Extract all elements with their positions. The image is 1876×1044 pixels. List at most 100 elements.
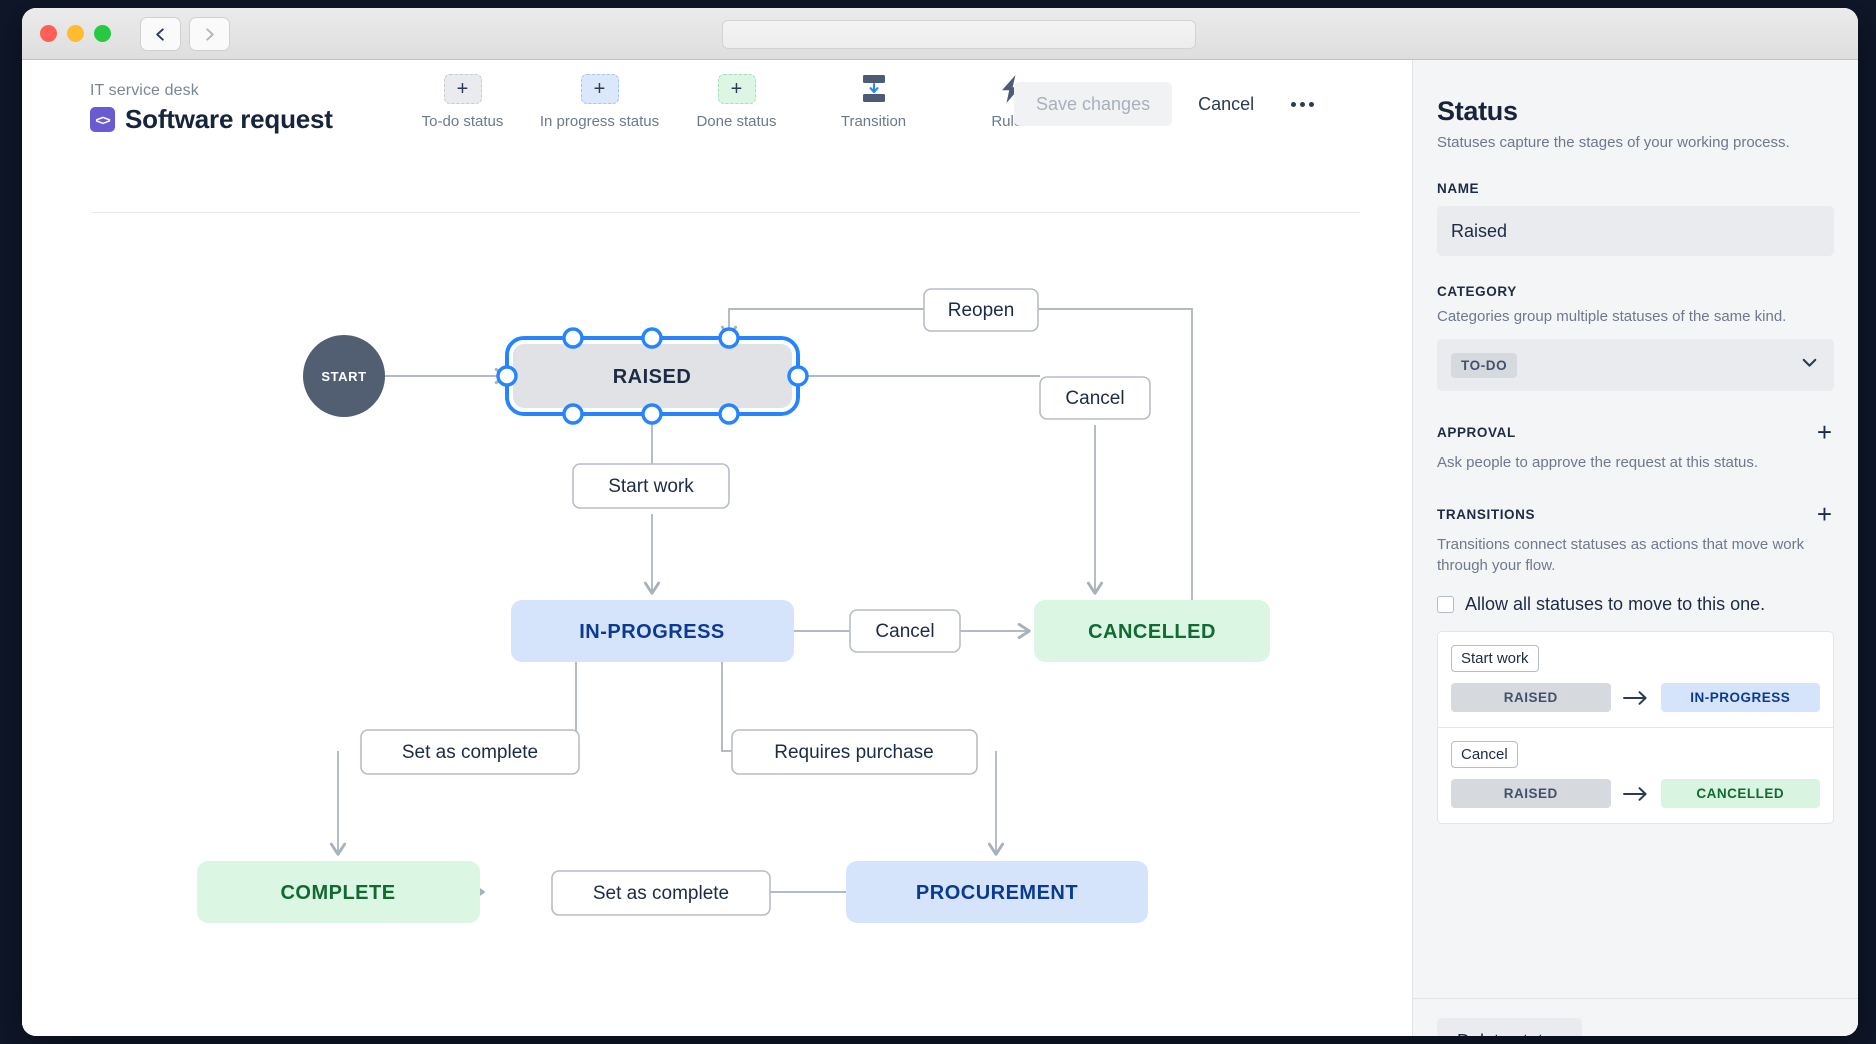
- allow-all-statuses-row[interactable]: Allow all statuses to move to this one.: [1437, 594, 1834, 615]
- transition-label-cancel-progress[interactable]: Cancel: [849, 609, 961, 653]
- ellipsis-icon: [1299, 101, 1305, 107]
- transition-labels: Reopen Cancel Start work: [360, 288, 1151, 916]
- ellipsis-icon: [1308, 101, 1314, 107]
- app-root: IT service desk <> Software request + To…: [22, 60, 1858, 1036]
- minimize-window-button[interactable]: [67, 25, 84, 42]
- toolbar-label-transition: Transition: [840, 113, 907, 130]
- transition-label-set-as-complete-procurement[interactable]: Set as complete: [551, 870, 771, 916]
- status-details-panel: Status Statuses capture the stages of yo…: [1412, 60, 1858, 1036]
- status-node-procurement[interactable]: PROCUREMENT: [846, 861, 1148, 923]
- ellipsis-icon: [1290, 101, 1296, 107]
- status-node-label-cancelled: CANCELLED: [1088, 621, 1216, 643]
- transition-from-chip: RAISED: [1451, 779, 1611, 809]
- forward-button[interactable]: [189, 17, 230, 51]
- start-node[interactable]: START: [303, 335, 385, 417]
- toolbar-item-inprogress-status[interactable]: + In progress status: [531, 74, 668, 130]
- breadcrumb[interactable]: IT service desk: [90, 82, 199, 99]
- transition-to-chip: CANCELLED: [1660, 779, 1820, 809]
- plus-icon: +: [717, 74, 756, 104]
- window-titlebar: [22, 8, 1858, 60]
- panel-title: Status: [1437, 96, 1518, 126]
- toolbar-label-todo-status: To-do status: [421, 113, 504, 130]
- transition-label-set-as-complete-progress[interactable]: Set as complete: [360, 729, 580, 775]
- toolbar-item-todo-status[interactable]: + To-do status: [394, 74, 531, 130]
- toolbar-items: + To-do status + In progress status + Do…: [394, 74, 1079, 130]
- transition-label-text-cancel-raised: Cancel: [1065, 388, 1124, 409]
- status-node-in-progress[interactable]: IN-PROGRESS: [511, 600, 794, 662]
- traffic-lights: [40, 25, 111, 42]
- chevron-down-icon: [1799, 352, 1820, 378]
- transition-card-name[interactable]: Cancel: [1451, 741, 1518, 769]
- approval-section-label: APPROVAL: [1437, 424, 1516, 440]
- transition-card[interactable]: Start work RAISED IN-PROGRESS: [1437, 631, 1834, 729]
- address-bar[interactable]: [722, 20, 1196, 49]
- panel-footer-divider: [1413, 998, 1858, 999]
- delete-status-button[interactable]: Delete status: [1437, 1018, 1583, 1036]
- status-node-raised[interactable]: RAISED: [496, 327, 809, 425]
- navigation-buttons: [140, 17, 230, 51]
- plus-icon: +: [580, 74, 619, 104]
- allow-all-statuses-checkbox[interactable]: [1437, 596, 1454, 614]
- transition-card-name[interactable]: Start work: [1451, 645, 1539, 673]
- transition-label-reopen[interactable]: Reopen: [923, 288, 1039, 332]
- workflow-canvas[interactable]: START RAISED: [22, 213, 1412, 1036]
- category-value-badge: TO-DO: [1451, 352, 1518, 378]
- transitions-hint: Transitions connect statuses as actions …: [1437, 536, 1805, 575]
- toolbar-label-done-status: Done status: [696, 113, 777, 130]
- status-node-complete[interactable]: COMPLETE: [197, 861, 480, 923]
- transition-label-cancel-raised[interactable]: Cancel: [1039, 376, 1151, 420]
- transition-label-requires-purchase[interactable]: Requires purchase: [731, 729, 978, 775]
- add-approval-button[interactable]: +: [1816, 417, 1832, 448]
- toolbar-label-inprogress-status: In progress status: [539, 113, 660, 130]
- status-node-label-raised: RAISED: [613, 366, 692, 388]
- editor-actions: Save changes Cancel: [1014, 82, 1324, 126]
- code-brackets-icon: <>: [90, 107, 115, 132]
- chevron-left-icon: [156, 27, 164, 41]
- save-changes-button[interactable]: Save changes: [1014, 82, 1173, 126]
- more-actions-button[interactable]: [1280, 82, 1324, 126]
- workflow-editor-main: IT service desk <> Software request + To…: [22, 60, 1412, 1036]
- transitions-section-label: TRANSITIONS: [1437, 506, 1536, 522]
- category-section-label: CATEGORY: [1437, 284, 1517, 300]
- start-node-label: START: [321, 369, 366, 384]
- transition-label-text-set-as-complete-progress: Set as complete: [402, 742, 538, 763]
- arrow-right-icon: [1622, 690, 1649, 706]
- maximize-window-button[interactable]: [94, 25, 111, 42]
- transition-label-text-start-work: Start work: [608, 476, 694, 497]
- toolbar-divider: [92, 212, 1360, 213]
- lightning-bolt-icon: [998, 74, 1024, 104]
- status-node-label-procurement: PROCUREMENT: [916, 882, 1078, 904]
- chevron-right-icon: [206, 27, 214, 41]
- name-section-label: NAME: [1437, 181, 1480, 197]
- allow-all-statuses-label: Allow all statuses to move to this one.: [1465, 594, 1766, 615]
- transition-card[interactable]: Cancel RAISED CANCELLED: [1437, 728, 1834, 825]
- status-name-input[interactable]: [1437, 206, 1834, 257]
- cancel-button[interactable]: Cancel: [1184, 82, 1268, 126]
- category-select[interactable]: TO-DO: [1437, 339, 1834, 392]
- transition-to-chip: IN-PROGRESS: [1660, 683, 1820, 713]
- toolbar-item-done-status[interactable]: + Done status: [668, 74, 805, 130]
- transition-card-flow: RAISED CANCELLED: [1451, 779, 1820, 809]
- status-node-cancelled[interactable]: CANCELLED: [1034, 600, 1270, 662]
- arrow-right-icon: [1622, 786, 1649, 802]
- transitions-list: Start work RAISED IN-PROGRESS: [1437, 631, 1834, 825]
- workflow-edges: [329, 308, 1193, 901]
- approval-hint: Ask people to approve the request at thi…: [1437, 454, 1759, 472]
- transition-icon: [857, 74, 891, 104]
- editor-toolbar: IT service desk <> Software request + To…: [22, 60, 1412, 213]
- toolbar-item-transition[interactable]: Transition: [805, 74, 942, 130]
- close-window-button[interactable]: [40, 25, 57, 42]
- add-transition-button[interactable]: +: [1816, 499, 1832, 530]
- transition-label-text-set-as-complete-procurement: Set as complete: [593, 883, 729, 904]
- selection-handles[interactable]: [496, 327, 809, 425]
- transitions-section-header: TRANSITIONS +: [1437, 473, 1834, 527]
- plus-icon: +: [443, 74, 482, 104]
- workflow-diagram: START RAISED: [197, 288, 1270, 923]
- transition-card-flow: RAISED IN-PROGRESS: [1451, 683, 1820, 713]
- status-node-label-in-progress: IN-PROGRESS: [579, 621, 725, 643]
- transition-label-start-work[interactable]: Start work: [572, 463, 730, 509]
- back-button[interactable]: [140, 17, 181, 51]
- transition-label-text-requires-purchase: Requires purchase: [774, 742, 933, 763]
- browser-window: IT service desk <> Software request + To…: [22, 8, 1858, 1036]
